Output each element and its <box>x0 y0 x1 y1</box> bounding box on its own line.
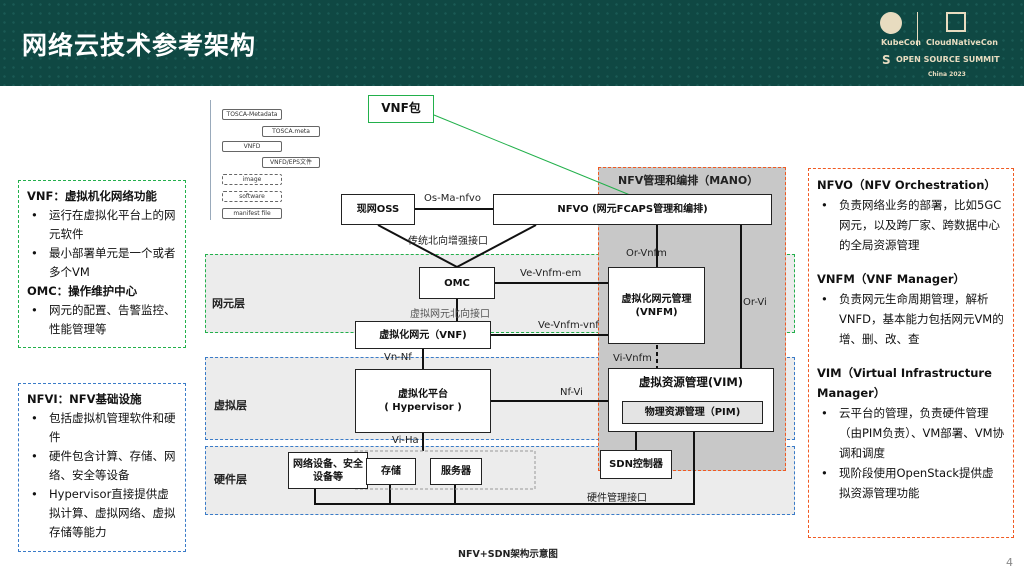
list-item: 现阶段使用OpenStack提供虚拟资源管理功能 <box>817 463 1005 503</box>
interface-label: 硬件管理接口 <box>587 493 647 504</box>
layer-label-ne: 网元层 <box>212 297 245 310</box>
page-title: 网络云技术参考架构 <box>22 31 257 60</box>
event-text: China 2023 <box>928 71 966 78</box>
kubecon-text: KubeCon <box>881 38 921 47</box>
list-item: 负责网络业务的部署，比如5GC网元，以及跨厂家、跨数据中心的全局资源管理 <box>817 195 1005 255</box>
tree-node: VNFD/EPS文件 <box>262 157 320 168</box>
vim-heading: VIM（Virtual Infrastructure Manager） <box>817 366 992 400</box>
list-item: 包括虚拟机管理软件和硬件 <box>27 409 177 447</box>
mano-description-panel: NFVO（NFV Orchestration） 负责网络业务的部署，比如5GC网… <box>808 168 1014 538</box>
vnf-box: 虚拟化网元（VNF) <box>355 321 491 349</box>
nfvi-heading: NFVI：NFV基础设施 <box>27 392 142 406</box>
tree-node: TOSCA.meta <box>262 126 320 137</box>
tree-node: image <box>222 174 282 185</box>
omc-box: OMC <box>419 267 495 299</box>
hypervisor-box: 虚拟化平台 ( Hypervisor ) <box>355 369 491 433</box>
list-item: 负责网元生命周期管理，解析VNFD，基本能力包括网元VM的增、删、改、查 <box>817 289 1005 349</box>
tree-node: TOSCA-Metadata <box>222 109 282 120</box>
list-item: 最小部署单元是一个或者多个VM <box>27 244 177 282</box>
list-item: 网元的配置、告警监控、性能管理等 <box>27 301 177 339</box>
vnf-omc-panel: VNF：虚拟机化网络功能 运行在虚拟化平台上的网元软件最小部署单元是一个或者多个… <box>18 180 186 348</box>
tree-node: manifest file <box>222 208 282 219</box>
list-item: 硬件包含计算、存储、网络、安全等设备 <box>27 447 177 485</box>
interface-label: Os-Ma-nfvo <box>424 193 481 204</box>
network-device-box: 网络设备、安全设备等 <box>288 452 368 489</box>
header-banner: 网络云技术参考架构 KubeCon CloudNativeCon S OPEN … <box>0 0 1024 86</box>
logo-divider <box>917 12 918 46</box>
kubecon-logo-icon <box>880 12 902 34</box>
page-number: 4 <box>1006 556 1013 569</box>
vnfm-heading: VNFM（VNF Manager） <box>817 272 966 286</box>
layer-label-hardware: 硬件层 <box>214 473 247 486</box>
list-item: 运行在虚拟化平台上的网元软件 <box>27 206 177 244</box>
interface-label: Vn-Nf <box>384 352 412 363</box>
nfvo-heading: NFVO（NFV Orchestration） <box>817 178 996 192</box>
cloudnativecon-logo-icon <box>946 12 966 32</box>
tree-node: VNFD <box>222 141 282 152</box>
pim-box: 物理资源管理（PIM) <box>622 401 763 424</box>
mano-title: NFV管理和编排（MANO） <box>618 174 759 187</box>
omc-heading: OMC：操作维护中心 <box>27 284 138 298</box>
interface-label: Vi-Vnfm <box>613 353 652 364</box>
interface-label: Or-Vnfm <box>626 248 667 259</box>
interface-label: Ve-Vnfm-em <box>520 268 582 279</box>
oss-box: 现网OSS <box>341 194 415 225</box>
interface-label: Ve-Vnfm-vnf <box>538 320 599 331</box>
nfvi-panel: NFVI：NFV基础设施 包括虚拟机管理软件和硬件硬件包含计算、存储、网络、安全… <box>18 383 186 552</box>
oss-text: OPEN SOURCE SUMMIT <box>896 55 1000 64</box>
layer-label-virtual: 虚拟层 <box>214 399 247 412</box>
vnf-package-box: VNF包 <box>368 95 434 123</box>
interface-label: 虚拟网元北向接口 <box>410 309 490 320</box>
list-item: Hypervisor直接提供虚拟计算、虚拟网络、虚拟存储等能力 <box>27 485 177 542</box>
vnf-heading: VNF：虚拟机化网络功能 <box>27 189 157 203</box>
tree-trunk <box>210 100 211 220</box>
oss-s-icon: S <box>882 53 891 67</box>
interface-label: Vi-Ha <box>392 435 419 446</box>
storage-box: 存储 <box>366 458 416 485</box>
tree-node: software <box>222 191 282 202</box>
vim-label: 虚拟资源管理(VIM) <box>638 375 744 389</box>
list-item: 云平台的管理，负责硬件管理（由PIM负责）、VM部署、VM协调和调度 <box>817 403 1005 463</box>
server-box: 服务器 <box>430 458 482 485</box>
diagram-caption: NFV+SDN架构示意图 <box>458 549 558 560</box>
interface-label: 传统北向增强接口 <box>408 236 488 247</box>
vnfm-box: 虚拟化网元管理 (VNFM) <box>608 267 705 344</box>
interface-label: Nf-Vi <box>560 387 583 398</box>
cloudnativecon-text: CloudNativeCon <box>926 38 998 47</box>
interface-label: Or-Vi <box>743 297 767 308</box>
nfvo-box: NFVO (网元FCAPS管理和编排) <box>493 194 772 225</box>
sdn-controller-box: SDN控制器 <box>600 450 672 479</box>
